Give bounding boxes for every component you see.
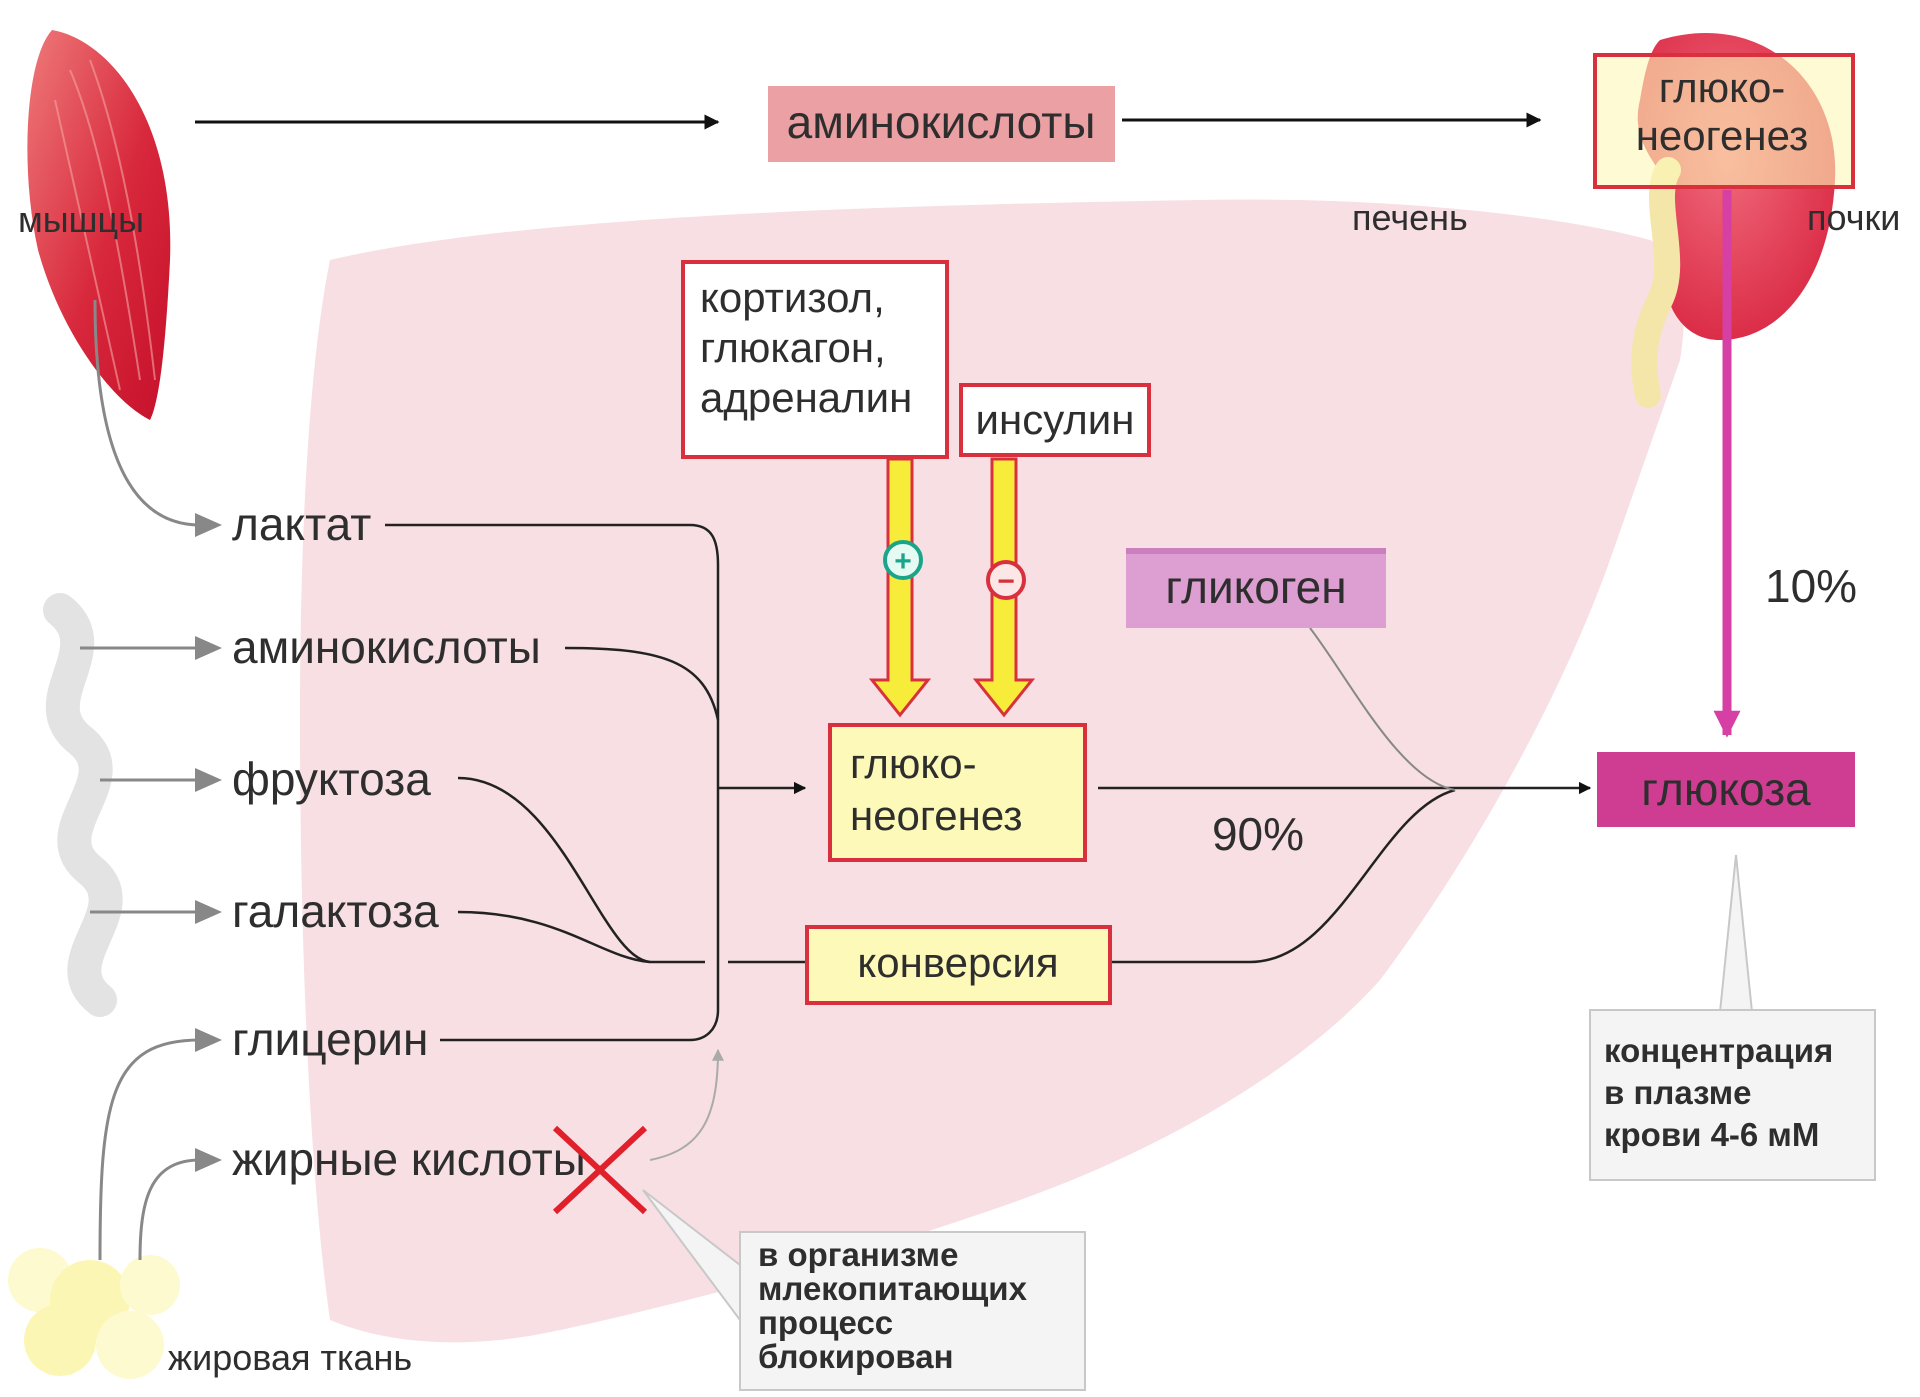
glucose-label: глюкоза — [1641, 763, 1811, 815]
blocked-note-line4: блокирован — [758, 1338, 954, 1375]
hormone-cortisol: кортизол, — [700, 274, 885, 321]
substrate-aminoacids: аминокислоты — [232, 621, 541, 673]
plus-sign: + — [894, 545, 912, 578]
liver-label: печень — [1352, 197, 1468, 238]
kidney-gng-line2: неогенез — [1636, 112, 1809, 159]
blocked-note-line1: в организме — [758, 1236, 958, 1273]
substrate-lactate: лактат — [232, 498, 371, 550]
glycogen-label: гликоген — [1165, 561, 1346, 613]
liver-gng-line2: неогенез — [850, 792, 1023, 839]
substrate-fructose: фруктоза — [232, 753, 431, 805]
glycogen-box-edge — [1126, 548, 1386, 554]
substrate-glycerol: глицерин — [232, 1013, 428, 1065]
hormone-insulin: инсулин — [976, 396, 1135, 443]
liver-percent: 90% — [1212, 808, 1304, 860]
hormone-adrenaline: адреналин — [700, 374, 912, 421]
source-arrowheads — [195, 513, 222, 1172]
liver-gng-line1: глюко- — [850, 740, 977, 787]
kidney-percent: 10% — [1765, 560, 1857, 612]
plasma-note-line1: концентрация — [1604, 1032, 1833, 1069]
adipose-tissue-icon — [8, 1248, 180, 1379]
kidneys-label: почки — [1807, 197, 1900, 238]
blocked-note-line2: млекопитающих — [758, 1270, 1028, 1307]
minus-sign: − — [997, 565, 1015, 598]
kidney-gng-line1: глюко- — [1659, 64, 1786, 111]
plasma-note-line3: крови 4-6 мМ — [1604, 1116, 1819, 1153]
hormone-glucagon: глюкагон, — [700, 324, 886, 371]
intestine-icon — [60, 610, 106, 1000]
muscle-label: мышцы — [18, 199, 144, 240]
substrate-galactose: галактоза — [232, 885, 439, 937]
plasma-note-line2: в плазме — [1604, 1074, 1751, 1111]
adipose-label: жировая ткань — [168, 1337, 412, 1378]
plasma-callout-pointer — [1720, 855, 1752, 1012]
top-aminoacids-label: аминокислоты — [787, 96, 1096, 148]
blocked-note-line3: процесс — [758, 1304, 893, 1341]
conversion-label: конверсия — [857, 939, 1058, 986]
substrate-fatty-acids: жирные кислоты — [232, 1133, 586, 1185]
